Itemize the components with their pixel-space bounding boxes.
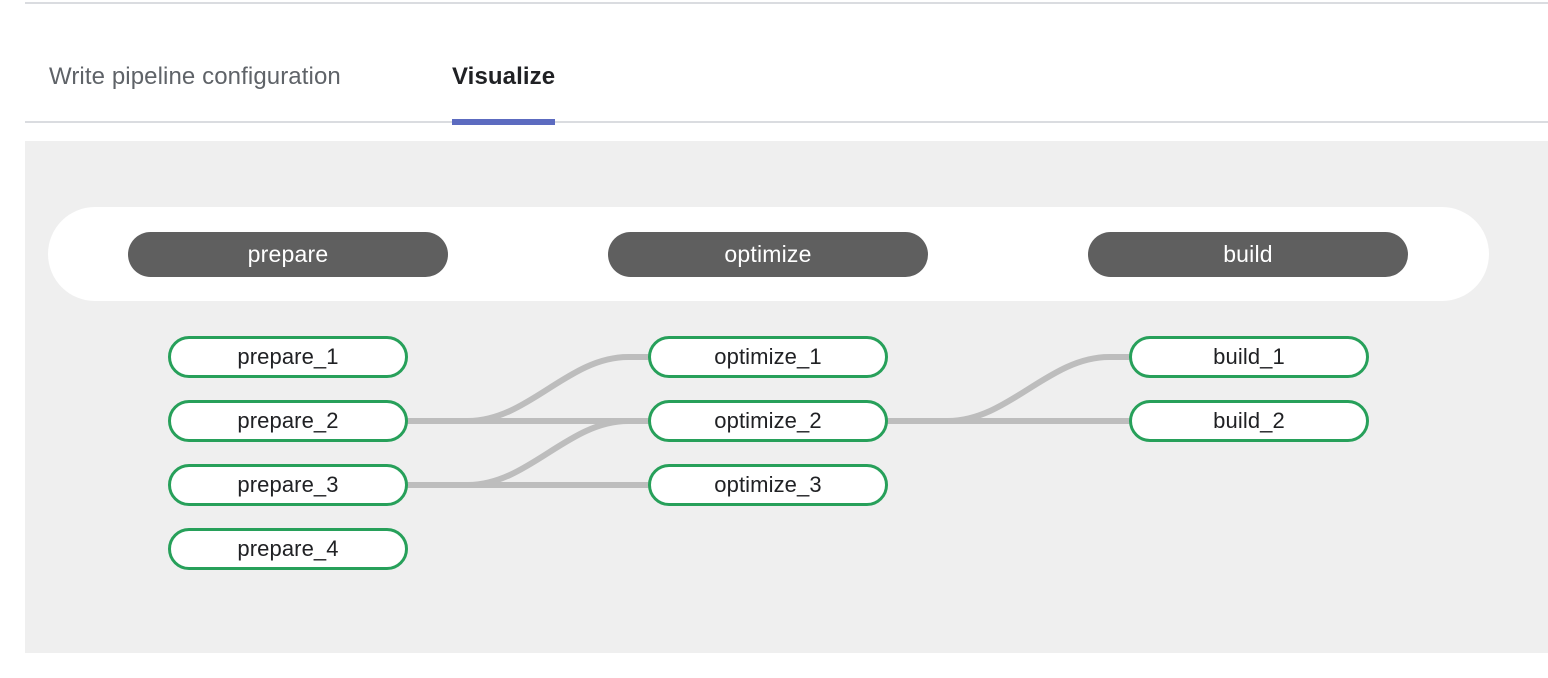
tab-bar: Write pipeline configuration Visualize [25, 30, 1548, 125]
job-node-label: prepare_3 [237, 472, 339, 497]
job-node-label: prepare_1 [237, 344, 339, 369]
stage-pill-prepare-label: prepare [247, 241, 329, 267]
tab-visualize-label: Visualize [452, 62, 556, 90]
tab-write-label: Write pipeline configuration [49, 62, 341, 90]
job-node-label: optimize_2 [714, 408, 822, 433]
stage-pill-optimize-label: optimize [724, 241, 812, 267]
pipeline-graph-canvas: prepare optimize build prepare_1 prepare… [25, 141, 1548, 653]
job-node-label: optimize_3 [714, 472, 822, 497]
stage-pill-optimize[interactable]: optimize [608, 232, 928, 277]
job-node-optimize-3[interactable]: optimize_3 [648, 464, 888, 506]
job-node-build-1[interactable]: build_1 [1129, 336, 1369, 378]
job-node-optimize-2[interactable]: optimize_2 [648, 400, 888, 442]
job-node-prepare-2[interactable]: prepare_2 [168, 400, 408, 442]
edge-prepare3-optimize2 [405, 418, 651, 488]
job-node-label: prepare_4 [237, 536, 339, 561]
tab-write-pipeline-configuration[interactable]: Write pipeline configuration [25, 30, 365, 123]
job-node-build-2[interactable]: build_2 [1129, 400, 1369, 442]
job-node-prepare-1[interactable]: prepare_1 [168, 336, 408, 378]
job-node-optimize-1[interactable]: optimize_1 [648, 336, 888, 378]
job-node-label: build_2 [1213, 408, 1285, 433]
stage-pill-build[interactable]: build [1088, 232, 1408, 277]
edge-optimize2-build1 [885, 354, 1132, 424]
stage-pill-build-label: build [1223, 241, 1273, 267]
job-node-label: optimize_1 [714, 344, 822, 369]
edge-prepare2-optimize1 [405, 354, 651, 424]
job-node-label: build_1 [1213, 344, 1285, 369]
tab-active-underline [452, 119, 556, 125]
tab-visualize[interactable]: Visualize [428, 30, 579, 125]
top-divider [25, 2, 1548, 4]
job-node-label: prepare_2 [237, 408, 339, 433]
job-node-prepare-3[interactable]: prepare_3 [168, 464, 408, 506]
stage-pill-prepare[interactable]: prepare [128, 232, 448, 277]
job-node-prepare-4[interactable]: prepare_4 [168, 528, 408, 570]
